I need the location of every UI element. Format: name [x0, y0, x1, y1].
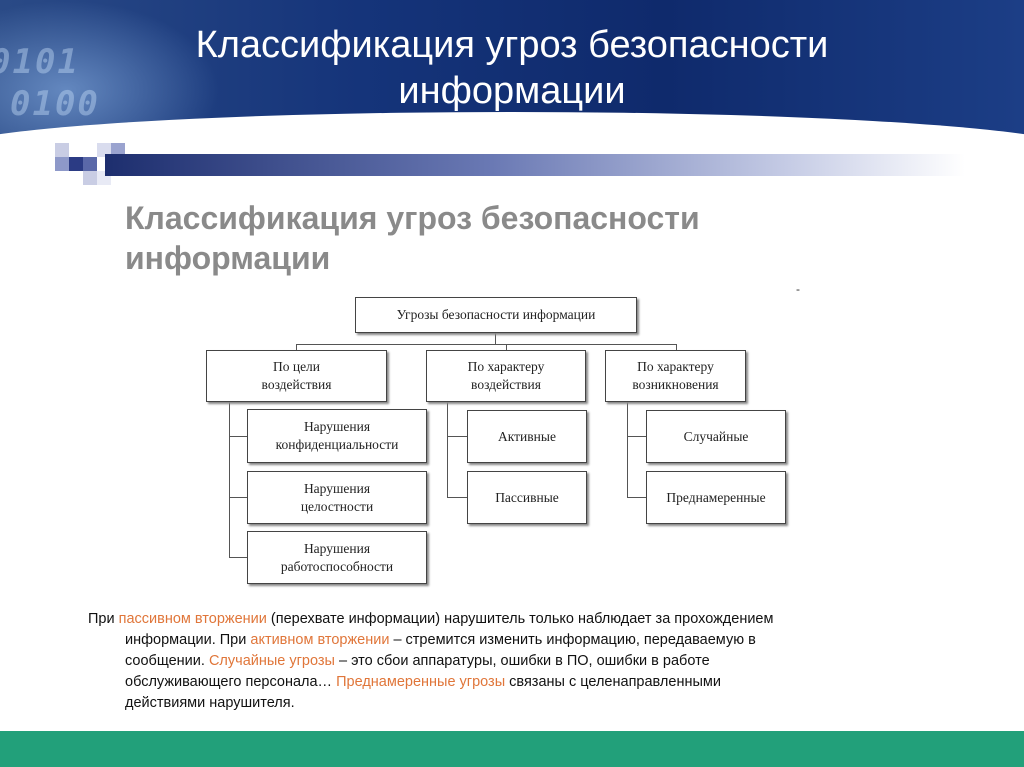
- root-node-label: Угрозы безопасности информации: [396, 307, 596, 322]
- description-line: обслуживающего персонала… Преднамеренные…: [125, 674, 721, 690]
- leaf-label: целостности: [300, 498, 374, 514]
- binary-digits-decoration-2: 0100: [10, 84, 100, 124]
- leaf-label: Нарушения: [303, 540, 371, 556]
- leaf-node-confidentiality: Нарушения конфиденциальности: [247, 409, 427, 463]
- category-label: воздействия: [471, 377, 541, 392]
- root-node: Угрозы безопасности информации: [355, 297, 637, 333]
- connector-line: [676, 344, 677, 350]
- connector-line: [627, 402, 628, 498]
- slide-subtitle: Классификация угроз безопасности информа…: [125, 200, 700, 276]
- description-line: информации. При активном вторжении – стр…: [125, 632, 756, 648]
- connector-line: [447, 402, 448, 498]
- category-label: По характеру: [637, 359, 714, 374]
- category-node-origin: По характеру возникновения: [605, 350, 746, 402]
- connector-line: [229, 436, 247, 437]
- leaf-node-passive: Пассивные: [467, 471, 587, 524]
- squares-decoration: [55, 143, 125, 188]
- header-rule: [105, 154, 965, 176]
- leaf-node-intentional: Преднамеренные: [646, 471, 786, 524]
- slide-title: Классификация угроз безопасности информа…: [0, 22, 1024, 114]
- description-line: При пассивном вторжении (перехвате инфор…: [88, 611, 774, 627]
- connector-line: [447, 436, 467, 437]
- leaf-node-integrity: Нарушения целостности: [247, 471, 427, 524]
- category-label: воздействия: [261, 377, 332, 392]
- category-node-goal: По цели воздействия: [206, 350, 387, 402]
- slide-title-text: Классификация угроз безопасности информа…: [195, 24, 829, 112]
- connector-line: [296, 344, 676, 345]
- category-node-impact-type: По характеру воздействия: [426, 350, 586, 402]
- leaf-label: Пассивные: [495, 489, 559, 505]
- category-label: возникновения: [632, 377, 719, 392]
- leaf-label: Нарушения: [303, 480, 371, 496]
- connector-line: [447, 497, 467, 498]
- leaf-label: Случайные: [683, 428, 749, 444]
- tick-mark: -: [796, 282, 800, 296]
- highlight-active-intrusion: активном вторжении: [250, 632, 390, 648]
- category-label: По цели: [272, 359, 321, 374]
- highlight-passive-intrusion: пассивном вторжении: [118, 611, 267, 627]
- description-line: сообщении. Случайные угрозы – это сбои а…: [125, 653, 710, 669]
- leaf-node-availability: Нарушения работоспособности: [247, 531, 427, 584]
- highlight-accidental-threats: Случайные угрозы: [208, 653, 335, 669]
- highlight-intentional-threats: Преднамеренные угрозы: [336, 674, 506, 690]
- description-line: действиями нарушителя.: [125, 695, 295, 711]
- description-text: При пассивном вторжении (перехвате инфор…: [88, 609, 968, 714]
- connector-line: [627, 436, 647, 437]
- connector-line: [229, 497, 247, 498]
- leaf-label: Преднамеренные: [666, 489, 766, 505]
- connector-line: [229, 402, 230, 558]
- leaf-label: Активные: [498, 428, 556, 444]
- leaf-label: работоспособности: [280, 558, 394, 574]
- bottom-bar: [0, 731, 1024, 767]
- leaf-label: конфиденциальности: [275, 437, 399, 452]
- leaf-label: Нарушения: [303, 419, 371, 434]
- connector-line: [296, 344, 297, 350]
- connector-line: [506, 344, 507, 350]
- category-label: По характеру: [467, 359, 545, 374]
- leaf-node-accidental: Случайные: [646, 410, 786, 463]
- connector-line: [627, 497, 647, 498]
- connector-line: [229, 557, 247, 558]
- leaf-node-active: Активные: [467, 410, 587, 463]
- connector-line: [495, 333, 496, 345]
